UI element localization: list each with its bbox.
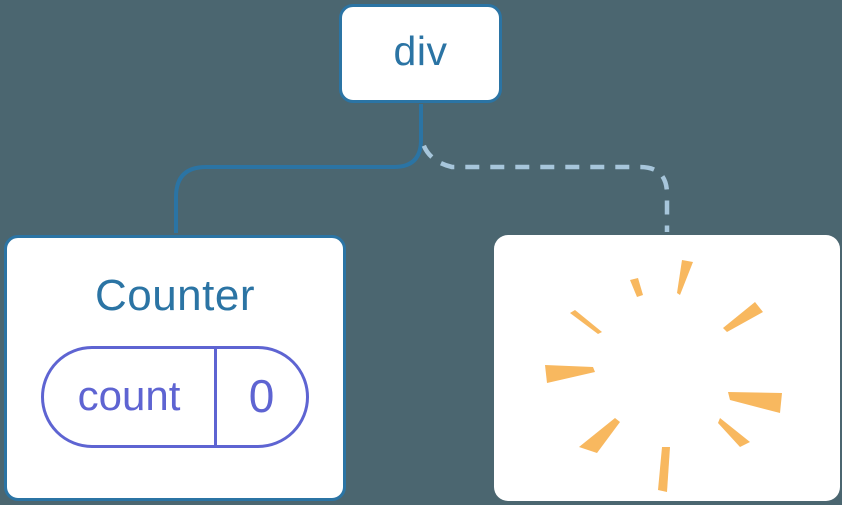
dashed-connector-line [419, 139, 670, 232]
counter-card-title: Counter [94, 271, 256, 320]
state-pill-divider [214, 349, 217, 445]
solid-connector-line [174, 104, 423, 233]
poof-icon [545, 260, 782, 492]
tree-node-div: div [339, 4, 502, 103]
state-pill: count 0 [41, 346, 309, 448]
state-pill-value: 0 [248, 370, 275, 422]
state-pill-key: count [77, 372, 181, 419]
removed-card [494, 235, 840, 501]
tree-node-div-label: div [393, 28, 448, 74]
counter-card: Counter count 0 [4, 235, 346, 501]
